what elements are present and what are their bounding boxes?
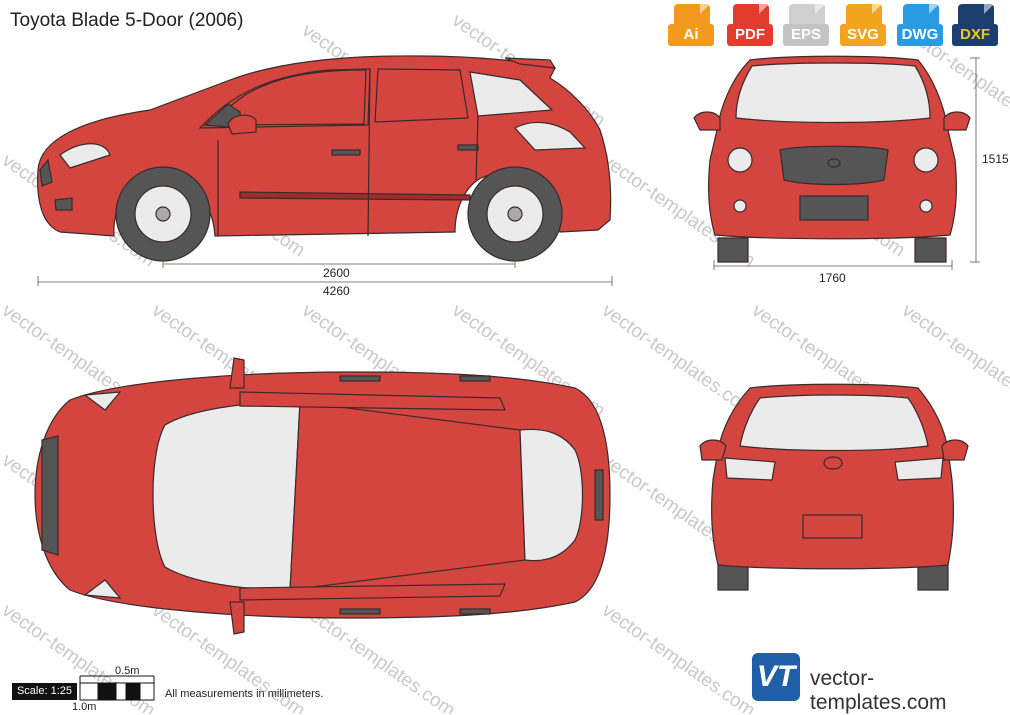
side-dimension-lines: [37, 258, 613, 286]
page-title: Toyota Blade 5-Door (2006): [10, 10, 244, 31]
svg-format-icon[interactable]: SVG: [840, 4, 886, 54]
height-label: 1515: [982, 152, 1009, 166]
scale-label: Scale: 1:25: [12, 683, 77, 700]
brand-site[interactable]: vector-templates.com: [810, 667, 947, 714]
half-meter-label: 0.5m: [115, 665, 140, 677]
eps-format-icon[interactable]: EPS: [783, 4, 829, 54]
meter-label: 1.0m: [72, 701, 97, 713]
dwg-format-icon[interactable]: DWG: [897, 4, 943, 54]
rear-view: [699, 383, 969, 591]
scale-bar: [79, 675, 155, 701]
front-dimension-lines: [713, 57, 980, 270]
side-view: [37, 55, 612, 262]
length-label: 4260: [323, 284, 350, 298]
pdf-format-icon[interactable]: PDF: [727, 4, 773, 54]
top-view: [34, 357, 611, 635]
ai-format-icon[interactable]: Ai: [668, 4, 714, 54]
dxf-format-icon[interactable]: DXF: [952, 4, 998, 54]
wheelbase-label: 2600: [323, 266, 350, 280]
vt-logo-icon[interactable]: VT: [752, 653, 800, 701]
front-view: [693, 55, 971, 263]
measurement-note: All measurements in millimeters.: [165, 688, 324, 700]
width-label: 1760: [819, 271, 846, 285]
